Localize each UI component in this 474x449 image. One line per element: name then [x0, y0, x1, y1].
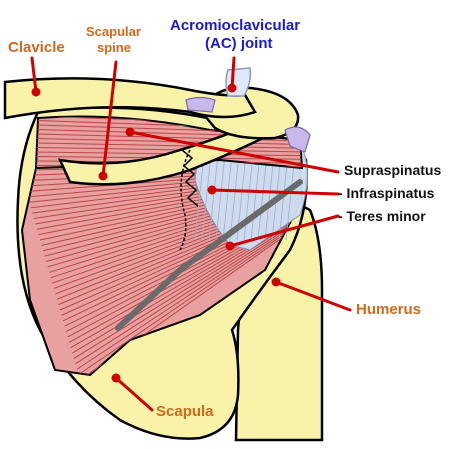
infraspinatus-label: - Infraspinatus — [338, 185, 435, 201]
ac-joint-label-2: (AC) joint — [205, 35, 272, 52]
muscle-fiber-line — [73, 218, 301, 359]
scapular-spine-pointer — [101, 60, 118, 178]
clavicle-pointer — [30, 56, 38, 94]
teres-minor-pointer — [228, 214, 340, 248]
infraspinatus-pointer — [210, 188, 340, 196]
supraspinatus-label: Supraspinatus — [344, 162, 441, 178]
clavicle-label: Clavicle — [8, 39, 65, 56]
glenohumeral-capsule — [284, 126, 311, 153]
teres-minor-label: - Teres minor — [338, 208, 426, 224]
teres-minor-divider — [115, 179, 303, 331]
muscle-fiber-line — [78, 223, 301, 375]
muscle-fiber-line — [36, 138, 302, 145]
spine-dashed-edge — [179, 149, 191, 251]
scapula-label: Scapula — [156, 403, 214, 420]
supraspinatus-pointer — [128, 130, 340, 174]
spine-notch — [181, 149, 199, 207]
scapula-pointer — [114, 376, 154, 412]
muscle-fiber-line — [36, 142, 302, 149]
ac-joint-pointer — [230, 56, 236, 90]
muscle-fiber-line — [76, 221, 301, 370]
pointer-lines — [30, 56, 352, 412]
ac-joint-capsule — [185, 96, 216, 113]
muscle-fiber-line — [75, 219, 301, 365]
muscle-fiber-line — [36, 147, 302, 153]
ac-joint-label-1: Acromioclavicular — [170, 17, 300, 34]
scapular-spine-label-1: Scapular — [86, 24, 141, 39]
humerus-pointer — [274, 280, 352, 312]
humerus-label: Humerus — [356, 301, 421, 318]
scapular-spine-label-2: spine — [97, 40, 131, 55]
